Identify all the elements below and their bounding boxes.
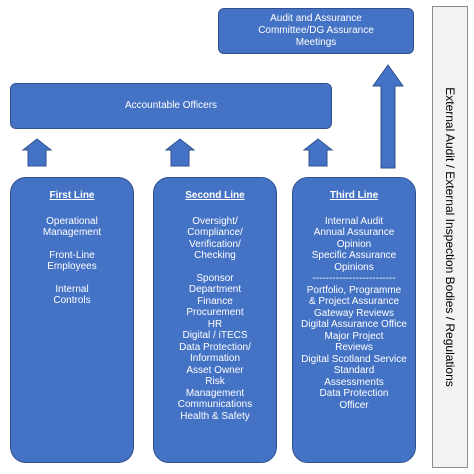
third-line-item: Internal Audit	[324, 215, 384, 227]
third-line-item: Annual Assurance	[313, 227, 395, 238]
third-line-separator: -------------------------	[312, 273, 396, 284]
third-line-item: & Project Assurance	[308, 296, 400, 307]
second-line-item: Department	[188, 284, 242, 295]
accountable-officers-label: Accountable Officers	[124, 100, 218, 111]
third-line-item: Opinions	[334, 261, 374, 273]
second-line-item: Health & Safety	[180, 410, 250, 422]
third-line-item: Digital Assurance Office	[301, 319, 407, 330]
second-line-up-arrow	[164, 138, 196, 167]
third-line-item: Major Project	[324, 330, 384, 342]
third-line-item: Opinion	[336, 238, 372, 250]
second-line-item: Sponsor	[196, 272, 234, 284]
third-line-item: Specific Assurance	[311, 250, 397, 261]
third-line-box: Third Line Internal Audit Annual Assuran…	[292, 177, 416, 463]
second-line-item: Finance	[197, 295, 233, 307]
third-line-item: Gateway Reviews	[313, 307, 395, 319]
third-line-item: Reviews	[335, 342, 373, 353]
second-line-box: Second Line Oversight/ Compliance/ Verif…	[153, 177, 277, 463]
accountable-officers-box: Accountable Officers	[10, 83, 332, 129]
second-line-item: Risk	[205, 376, 225, 387]
first-line-item: Operational Management	[42, 215, 102, 239]
second-line-item: Communications	[177, 399, 253, 410]
second-line-item: Information	[189, 353, 241, 364]
third-line-item: Officer	[339, 399, 369, 411]
second-line-item: HR	[207, 318, 223, 330]
first-line-title: First Line	[49, 190, 95, 201]
second-line-group: Oversight/ Compliance/ Verification/ Che…	[187, 215, 243, 262]
officers-to-committee-arrow	[372, 64, 404, 169]
third-line-up-arrow	[302, 138, 334, 167]
second-line-item: Asset Owner	[186, 364, 244, 376]
second-line-item: Digital / iTECS	[182, 330, 248, 341]
assurance-committee-label: Audit and Assurance Committee/DG Assuran…	[258, 13, 374, 48]
third-line-item: Standard	[333, 365, 375, 376]
first-line-item: Internal Controls	[53, 283, 91, 307]
first-line-up-arrow	[21, 138, 53, 167]
second-line-item: Procurement	[186, 307, 244, 318]
external-bodies-label: External Audit / External Inspection Bod…	[443, 87, 457, 387]
third-line-item: Digital Scotland Service	[301, 353, 407, 365]
assurance-committee-box: Audit and Assurance Committee/DG Assuran…	[218, 8, 414, 54]
first-line-box: First Line Operational Management Front-…	[10, 177, 134, 463]
first-line-item: Front-Line Employees	[47, 249, 97, 273]
third-line-item: Portfolio, Programme	[306, 284, 402, 296]
second-line-item: Management	[185, 387, 245, 399]
third-line-item: Data Protection	[319, 388, 389, 399]
third-line-title: Third Line	[329, 190, 379, 201]
second-line-title: Second Line	[185, 190, 245, 201]
external-bodies-box: External Audit / External Inspection Bod…	[432, 6, 468, 468]
second-line-item: Data Protection/	[179, 341, 251, 353]
third-line-item: Assessments	[324, 376, 384, 388]
